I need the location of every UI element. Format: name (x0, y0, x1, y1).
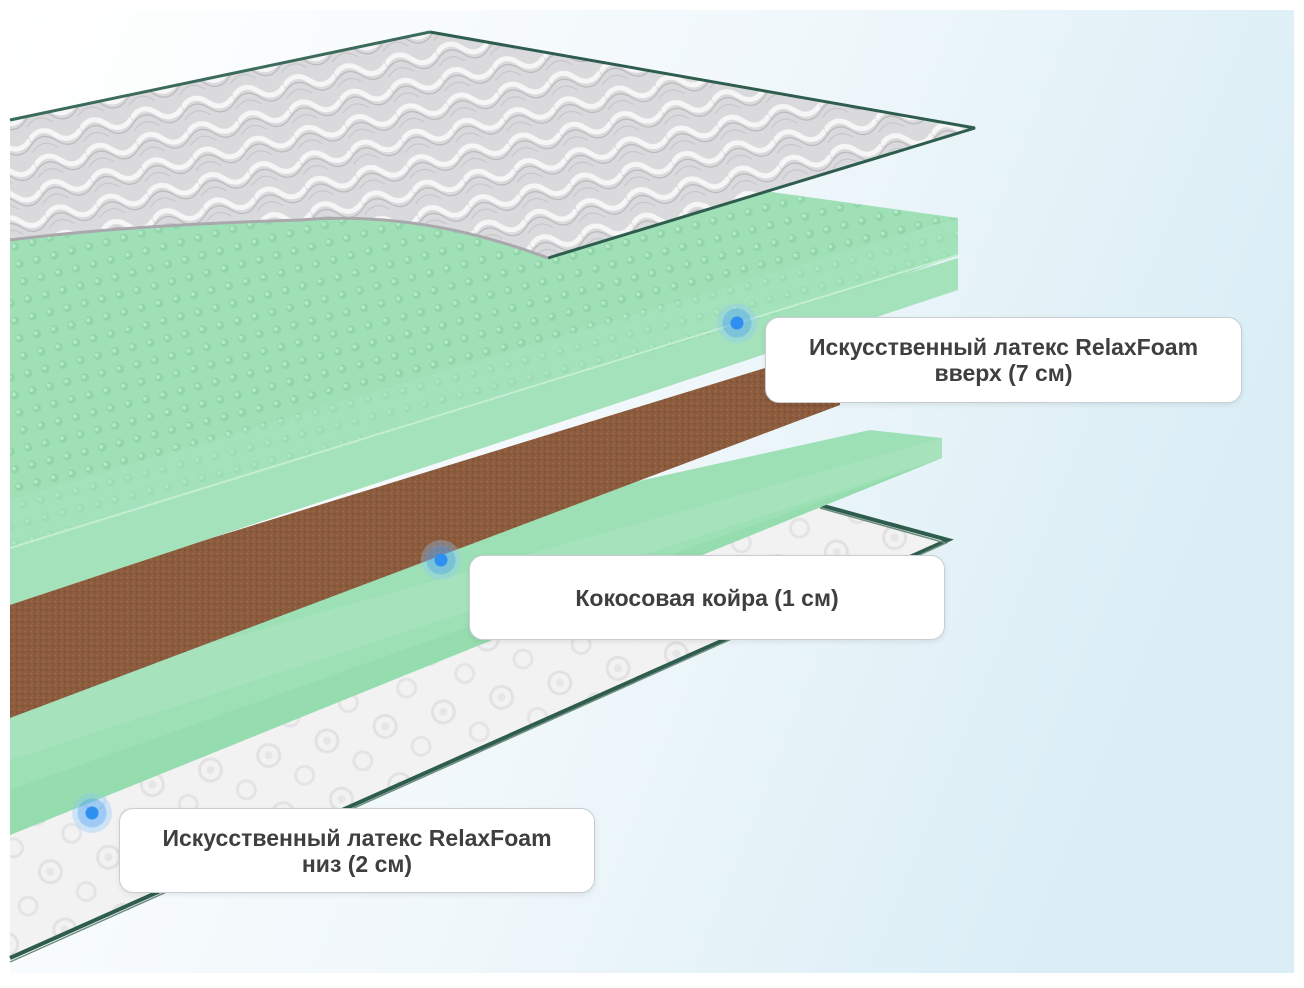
latex-top-layer (9, 182, 959, 605)
marker-latex-top-dot[interactable] (717, 303, 757, 343)
callout-latex-top-line2: вверх (7 см) (934, 360, 1073, 386)
callout-latex-top: Искусственный латекс RelaxFoam вверх (7 … (765, 317, 1242, 403)
callout-latex-bottom-line1: Искусственный латекс RelaxFoam (162, 824, 552, 851)
marker-coir-dot[interactable] (421, 540, 461, 580)
callout-coir: Кокосовая койра (1 см) (469, 555, 945, 640)
callout-latex-bottom-line2: низ (2 см) (301, 850, 413, 877)
quilted-top-cover (9, 30, 976, 260)
callout-coir-line1: Кокосовая койра (1 см) (575, 584, 839, 611)
coir-layer (10, 345, 840, 718)
marker-latex-bottom-dot[interactable] (72, 793, 112, 833)
callout-latex-bottom: Искусственный латекс RelaxFoam низ (2 см… (119, 808, 595, 893)
callout-latex-top-line1: Искусственный латекс RelaxFoam (808, 334, 1199, 360)
